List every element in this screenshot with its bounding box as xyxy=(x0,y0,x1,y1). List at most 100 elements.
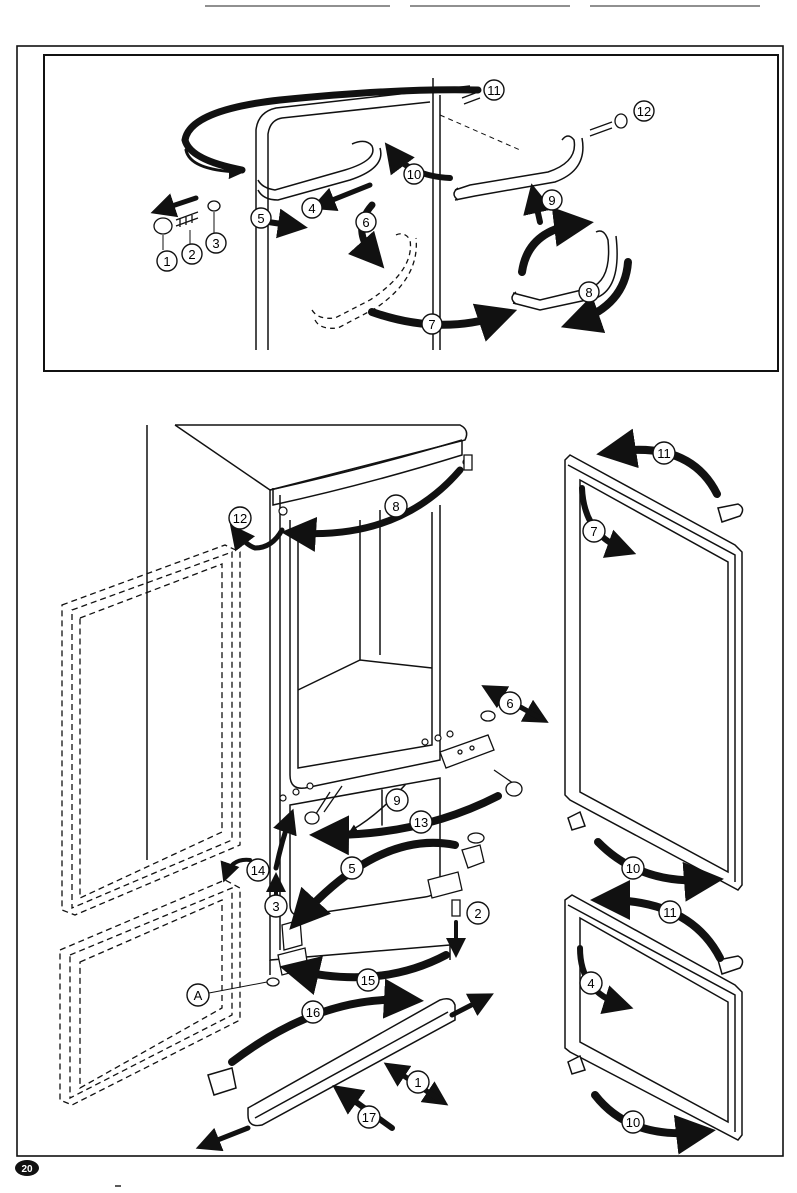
svg-text:6: 6 xyxy=(362,215,369,230)
svg-text:6: 6 xyxy=(506,696,513,711)
svg-text:14: 14 xyxy=(251,863,265,878)
svg-text:3: 3 xyxy=(212,236,219,251)
top-pin-icon xyxy=(463,454,473,471)
ghost-doors xyxy=(59,544,241,1106)
outer-frame xyxy=(16,45,784,1157)
svg-text:10: 10 xyxy=(626,861,640,876)
bottom-callout-17: 17 xyxy=(357,1105,381,1129)
top-callout-6: 6 xyxy=(355,211,377,233)
bottom-callout-8: 8 xyxy=(384,494,408,518)
bottom-callout-6: 6 xyxy=(498,691,522,715)
top-callout-4: 4 xyxy=(301,197,323,219)
bottom-callout-5: 5 xyxy=(340,856,364,880)
top-callout-5: 5 xyxy=(250,207,272,229)
right-handle-lower xyxy=(511,230,618,311)
top-callout-3: 3 xyxy=(205,232,227,254)
page-number-badge: 20 xyxy=(15,1160,39,1176)
bottom-callout-12: 12 xyxy=(228,506,252,530)
bottom-hinge-left-icon xyxy=(281,919,303,951)
top-callout-11: 11 xyxy=(483,79,505,101)
top-panel-frame xyxy=(43,54,779,372)
bottom-callout-4: 4 xyxy=(579,971,603,995)
svg-text:15: 15 xyxy=(361,973,375,988)
svg-text:4: 4 xyxy=(308,201,315,216)
middle-hinge-icon xyxy=(439,734,495,769)
top-callout-10: 10 xyxy=(403,163,425,185)
hinge-washer-icon xyxy=(480,710,496,722)
left-bolt-icon-2 xyxy=(323,785,343,813)
bottom-hinge-bracket-icon xyxy=(461,844,485,869)
bottom-callout-2: 2 xyxy=(466,901,490,925)
right-handle-upper xyxy=(453,135,584,201)
screw-icon xyxy=(175,211,199,227)
bottom-callout-11-lower: 11 xyxy=(658,900,682,924)
svg-text:4: 4 xyxy=(587,976,594,991)
svg-text:9: 9 xyxy=(548,193,555,208)
cover-cap-icon xyxy=(153,217,173,235)
right-upper-door xyxy=(564,454,744,891)
bottom-panel: 11 7 8 12 6 9 13 5 xyxy=(59,424,744,1155)
top-callout-2: 2 xyxy=(181,243,203,265)
right-fixing-parts xyxy=(461,91,628,137)
bottom-callout-14: 14 xyxy=(246,858,270,882)
top-screw-icon xyxy=(461,91,481,105)
bottom-callout-1: 1 xyxy=(406,1070,430,1094)
plinth-clip-icon xyxy=(207,1067,237,1096)
top-callout-1: 1 xyxy=(156,250,178,272)
svg-text:2: 2 xyxy=(474,906,481,921)
svg-text:9: 9 xyxy=(393,793,400,808)
plinth xyxy=(207,998,456,1127)
top-callout-9: 9 xyxy=(541,189,563,211)
left-handle xyxy=(257,140,382,201)
top-callout-8: 8 xyxy=(578,281,600,303)
bottom-washer-icon xyxy=(467,832,485,844)
bottom-callout-16: 16 xyxy=(301,1000,325,1024)
bottom-callout-3: 3 xyxy=(264,894,288,918)
lower-door-cap-icon xyxy=(717,955,744,975)
svg-text:7: 7 xyxy=(590,524,597,539)
bottom-callout-10-upper: 10 xyxy=(621,856,645,880)
svg-text:10: 10 xyxy=(407,167,421,182)
adjustable-foot-icon xyxy=(266,977,280,987)
bottom-callout-15: 15 xyxy=(356,968,380,992)
svg-text:10: 10 xyxy=(626,1115,640,1130)
left-cap-icon xyxy=(304,811,320,825)
washer-icon xyxy=(207,200,221,212)
svg-text:8: 8 xyxy=(585,285,592,300)
upper-door-cap-icon xyxy=(717,503,744,523)
top-callout-12: 12 xyxy=(633,100,655,122)
svg-text:1: 1 xyxy=(414,1075,421,1090)
bottom-callout-A: A xyxy=(186,981,268,1007)
top-fridge-outline xyxy=(255,78,521,350)
svg-text:3: 3 xyxy=(272,899,279,914)
upper-door-hinge-bracket-icon xyxy=(567,810,586,831)
svg-text:5: 5 xyxy=(348,861,355,876)
lower-door-hinge-bracket-icon xyxy=(567,1054,586,1075)
screw-icon-right xyxy=(589,121,613,137)
svg-text:5: 5 xyxy=(257,211,264,226)
svg-text:7: 7 xyxy=(428,317,435,332)
bottom-callout-11-upper: 11 xyxy=(652,441,676,465)
svg-text:A: A xyxy=(194,988,203,1003)
bottom-pin-icon xyxy=(451,899,461,917)
svg-text:2: 2 xyxy=(188,247,195,262)
svg-text:16: 16 xyxy=(306,1005,320,1020)
ghost-handle-dashed xyxy=(311,233,412,319)
svg-text:8: 8 xyxy=(392,499,399,514)
svg-text:1: 1 xyxy=(163,254,170,269)
bottom-callout-7: 7 xyxy=(582,519,606,543)
svg-text:20: 20 xyxy=(21,1164,33,1175)
cap-icon xyxy=(505,781,523,797)
left-fixing-parts xyxy=(153,200,221,250)
top-callout-7: 7 xyxy=(421,313,443,335)
washer-icon-right xyxy=(614,113,628,129)
svg-text:13: 13 xyxy=(414,815,428,830)
bottom-callout-10-lower: 10 xyxy=(621,1110,645,1134)
bottom-hinge-right-icon xyxy=(427,871,463,899)
svg-text:12: 12 xyxy=(637,104,651,119)
svg-text:17: 17 xyxy=(362,1110,376,1125)
right-lower-door xyxy=(564,894,744,1141)
svg-text:11: 11 xyxy=(487,83,501,98)
